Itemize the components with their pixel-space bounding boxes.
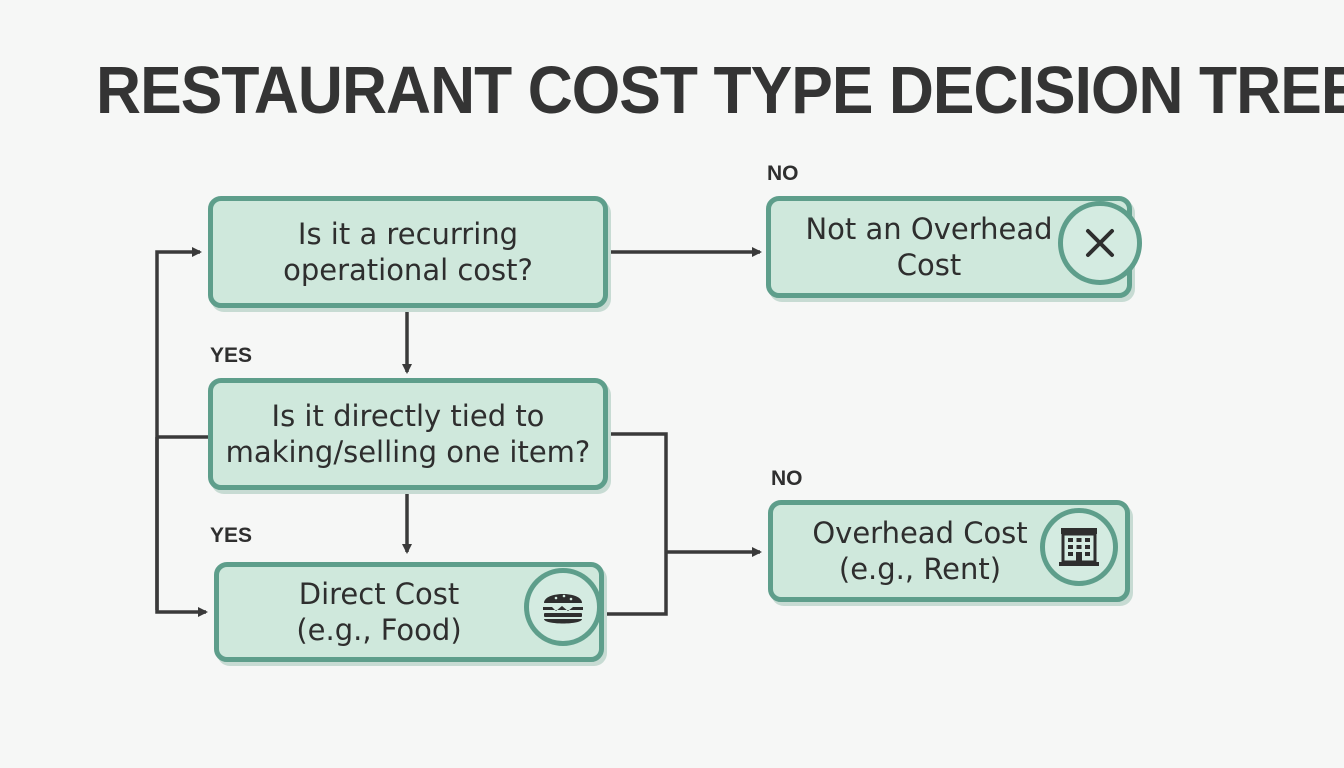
edge-label-q2-no: NO — [771, 467, 803, 490]
node-text-line: Cost — [896, 248, 962, 282]
burger-icon — [524, 568, 602, 646]
building-icon — [1040, 508, 1118, 586]
node-text-line: making/selling one item? — [225, 435, 591, 469]
loop-to-direct — [155, 437, 208, 617]
close-x-icon — [1058, 201, 1142, 285]
question-directly-tied-node: Is it directly tied to making/selling on… — [208, 378, 608, 490]
node-text-line: (e.g., Rent) — [838, 552, 1002, 586]
node-text-line: Not an Overhead — [805, 212, 1053, 246]
edge-label-q1-no: NO — [767, 162, 799, 185]
node-text-line: Is it a recurring — [297, 217, 519, 251]
arrow-q2-no — [606, 432, 668, 616]
edge-label-q1-yes: YES — [210, 344, 253, 367]
node-text-line: Overhead Cost — [812, 516, 1028, 550]
edge-label-q2-yes: YES — [210, 524, 253, 547]
node-text-line: (e.g., Food) — [296, 613, 462, 647]
node-text-line: Is it directly tied to — [271, 399, 545, 433]
diagram-title: RESTAURANT COST TYPE DECISION TREE — [96, 53, 1344, 128]
node-text-line: operational cost? — [283, 253, 533, 287]
node-text-line: Direct Cost — [298, 577, 460, 611]
loop-to-q1 — [155, 247, 202, 610]
question-recurring-cost-node: Is it a recurring operational cost? — [208, 196, 608, 308]
